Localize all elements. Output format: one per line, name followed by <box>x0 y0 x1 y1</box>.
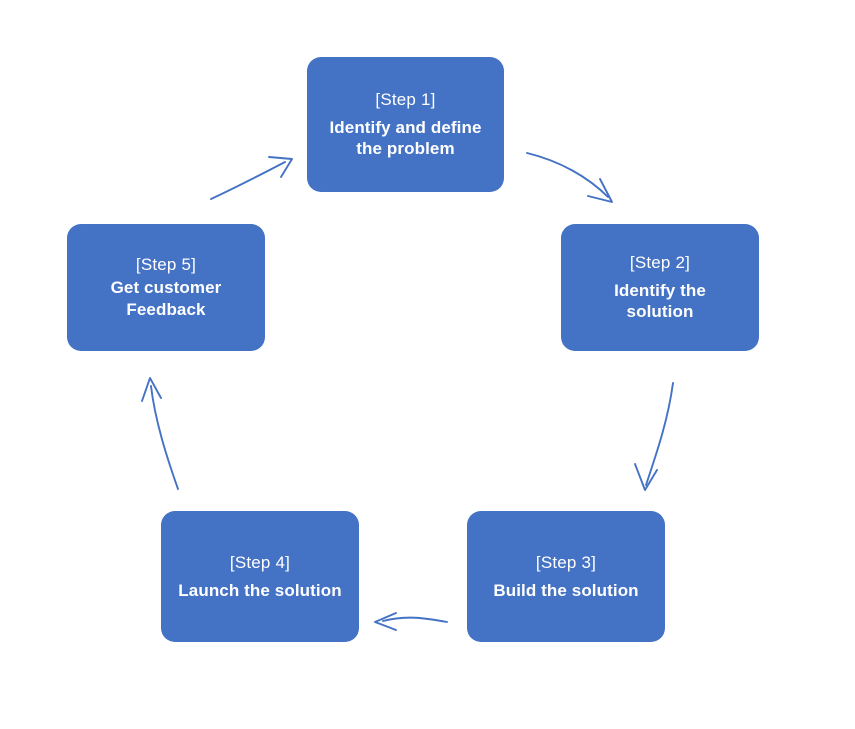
step-box-3[interactable]: [Step 3] Build the solution <box>467 511 665 642</box>
arrow-step-1-to-step-2 <box>526 152 613 203</box>
step-5-title-line-1: Get customer <box>110 278 222 298</box>
step-box-1[interactable]: [Step 1] Identify and define the problem <box>307 57 504 192</box>
arrow-step-3-to-step-4 <box>374 612 448 631</box>
arrow-step-2-to-step-3 <box>634 382 674 491</box>
step-2-title-line-2: solution <box>626 302 694 322</box>
step-5-label: [Step 5] <box>135 255 197 275</box>
step-1-title-line-1: Identify and define <box>329 117 482 137</box>
step-2-label: [Step 2] <box>629 252 691 272</box>
step-box-2[interactable]: [Step 2] Identify the solution <box>561 224 759 351</box>
arrow-step-5-to-step-1 <box>210 156 293 200</box>
step-box-4[interactable]: [Step 4] Launch the solution <box>161 511 359 642</box>
step-box-5[interactable]: [Step 5] Get customer Feedback <box>67 224 265 351</box>
step-3-label: [Step 3] <box>535 552 597 572</box>
step-1-label: [Step 1] <box>375 89 436 109</box>
step-3-title-line-1: Build the solution <box>493 580 639 600</box>
step-4-title-line-1: Launch the solution <box>178 580 342 600</box>
step-1-title-line-2: the problem <box>356 139 455 159</box>
step-5-title-line-2: Feedback <box>126 299 206 319</box>
arrow-step-4-to-step-5 <box>141 377 179 490</box>
step-2-title-line-1: Identify the <box>614 280 706 300</box>
step-4-label: [Step 4] <box>229 552 291 572</box>
